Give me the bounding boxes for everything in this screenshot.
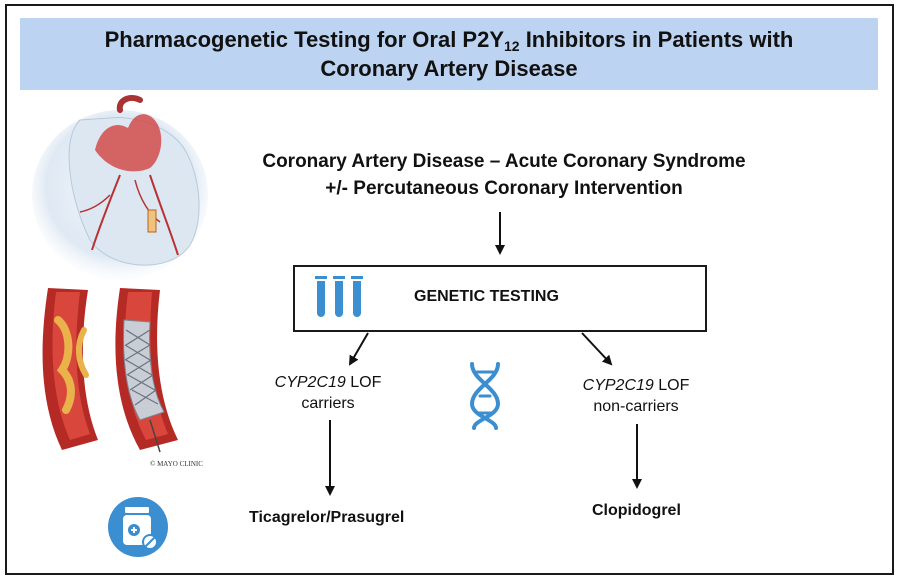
carriers-treatment: Ticagrelor/Prasugrel (249, 509, 405, 526)
non-carriers-suffix: LOF (653, 377, 690, 394)
title-band: Pharmacogenetic Testing for Oral P2Y12 I… (20, 18, 878, 90)
artery-plaque-illustration (42, 288, 98, 450)
arrow-to-non-carriers (581, 332, 613, 366)
non-carriers-treatment: Clopidogrel (592, 502, 681, 519)
heart-illustration (32, 95, 208, 280)
carriers-suffix: LOF (345, 374, 382, 391)
non-carriers-label: CYP2C19 LOF non-carriers (556, 375, 716, 417)
non-carriers-group: non-carriers (593, 398, 679, 415)
condition-text: Coronary Artery Disease – Acute Coronary… (190, 148, 818, 202)
dna-icon (469, 362, 501, 430)
title-suffix: Inhibitors in Patients with (519, 27, 794, 52)
stent-illustration (115, 288, 178, 453)
genetic-testing-label: GENETIC TESTING (414, 288, 559, 305)
condition-line-2: +/- Percutaneous Coronary Intervention (325, 178, 683, 199)
carriers-group: carriers (301, 395, 355, 412)
non-carriers-gene: CYP2C19 (582, 377, 654, 394)
title-subscript: 12 (504, 38, 520, 54)
test-tubes-icon (315, 276, 363, 317)
copyright-text: © MAYO CLINIC (150, 460, 203, 468)
title-prefix: Pharmacogenetic Testing for Oral P2Y (104, 27, 504, 52)
arrow-to-carriers (348, 332, 369, 366)
carriers-gene: CYP2C19 (274, 374, 346, 391)
carriers-label: CYP2C19 LOF carriers (258, 372, 398, 414)
pill-bottle-icon (108, 497, 168, 557)
title-line-1: Pharmacogenetic Testing for Oral P2Y12 I… (20, 25, 878, 54)
title-line-2: Coronary Artery Disease (320, 56, 578, 81)
condition-line-1: Coronary Artery Disease – Acute Coronary… (262, 151, 746, 172)
